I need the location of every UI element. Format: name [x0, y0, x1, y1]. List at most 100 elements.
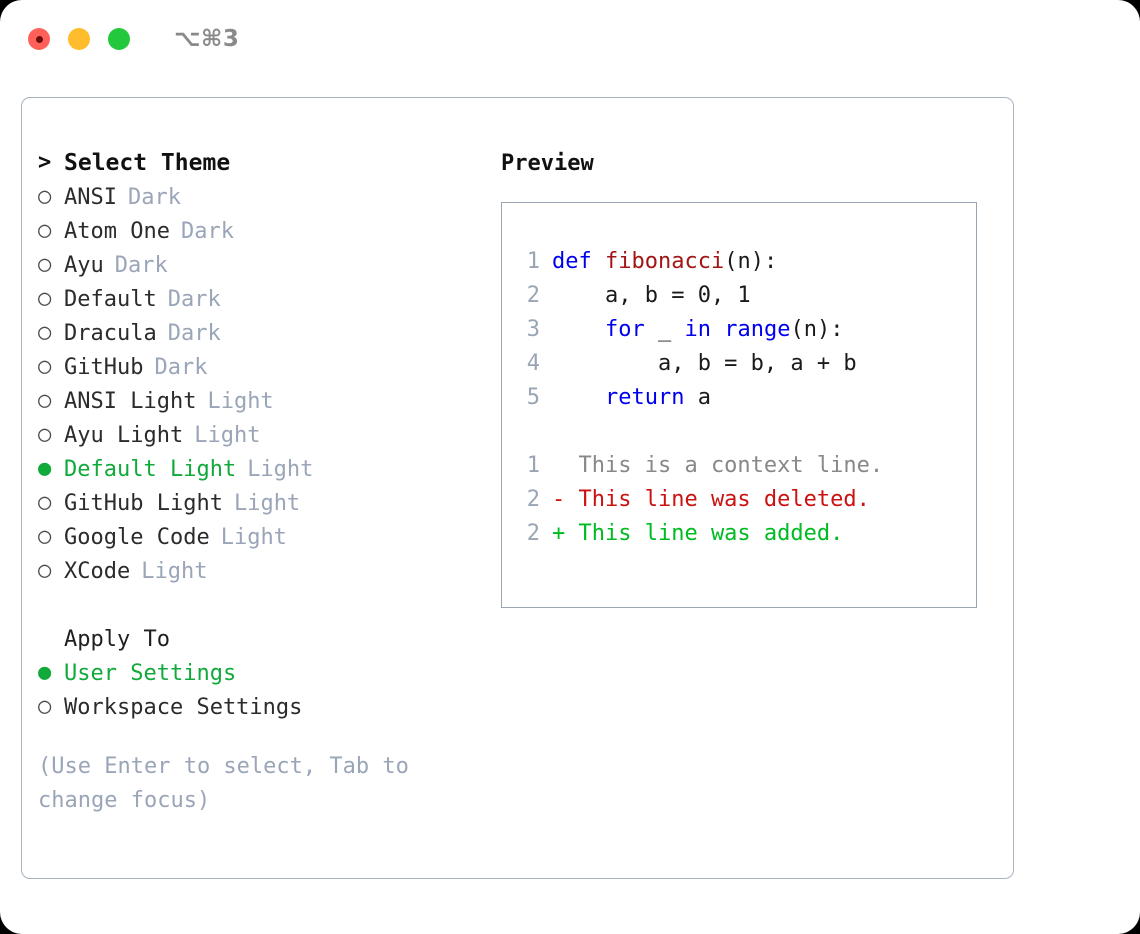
theme-item[interactable]: ○ ANSI Light Light [38, 384, 498, 418]
window-controls [28, 28, 130, 50]
code-line-number: 5 [526, 385, 540, 410]
diff-line: 2 - This line was deleted. [514, 487, 976, 521]
radio-unselected-icon: ○ [38, 286, 52, 311]
code-token: (n): [790, 317, 844, 342]
radio-unselected-icon: ○ [38, 558, 52, 583]
code-line: 3 for _ in range(n): [514, 317, 976, 351]
theme-item[interactable]: ○ Google Code Light [38, 520, 498, 554]
minimize-window-icon[interactable] [68, 28, 90, 50]
theme-item-label: Default [64, 286, 157, 312]
diff-line: 2 + This line was added. [514, 521, 976, 555]
theme-item[interactable]: ○ ANSI Dark [38, 180, 498, 214]
theme-item-label: GitHub [64, 354, 144, 380]
code-token [552, 385, 605, 410]
keyboard-shortcut-label: ⌥⌘3 [174, 26, 240, 52]
radio-selected-icon: ● [38, 660, 52, 685]
theme-item-variant-tag: Dark [180, 218, 234, 244]
code-line-number: 1 [526, 249, 540, 274]
code-diff-separator [514, 419, 976, 453]
code-token: a [684, 385, 711, 410]
theme-picker-header: > Select Theme [38, 146, 498, 180]
theme-item[interactable]: ○ Ayu Dark [38, 248, 498, 282]
code-token [552, 317, 605, 342]
close-window-inner-dot [35, 35, 43, 43]
theme-item-variant-tag: Light [233, 490, 301, 516]
diff-line-text: This is a context line. [552, 453, 884, 478]
apply-to-list: ●User Settings○Workspace Settings [38, 656, 498, 724]
diff-line-number: 1 [526, 453, 540, 478]
code-token: return [604, 385, 685, 410]
theme-item-variant-tag: Dark [167, 286, 221, 312]
diff-line-text: + This line was added. [552, 521, 844, 546]
radio-unselected-icon: ○ [38, 252, 52, 277]
code-line-number: 3 [526, 317, 540, 342]
code-token: def [552, 249, 605, 274]
radio-unselected-icon: ○ [38, 184, 52, 209]
radio-unselected-icon: ○ [38, 524, 52, 549]
theme-item-label: Atom One [64, 218, 170, 244]
theme-item-label: Ayu [64, 252, 104, 278]
diff-line-text: - This line was deleted. [552, 487, 870, 512]
code-line-number: 2 [526, 283, 540, 308]
code-token: (n): [724, 249, 778, 274]
theme-item-variant-tag: Dark [154, 354, 208, 380]
theme-item-variant-tag: Light [141, 558, 208, 584]
diff-line-number: 2 [526, 521, 540, 546]
diff-line: 1 This is a context line. [514, 453, 976, 487]
maximize-window-icon[interactable] [108, 28, 130, 50]
list-spacer [38, 588, 498, 622]
code-line-content: def fibonacci(n): [552, 249, 777, 274]
apply-to-option[interactable]: ●User Settings [38, 656, 498, 690]
theme-item-label: Ayu Light [64, 422, 184, 448]
theme-item-label: ANSI [64, 184, 117, 210]
theme-item[interactable]: ○ Atom One Dark [38, 214, 498, 248]
theme-item-variant-tag: Light [247, 456, 314, 482]
apply-to-option[interactable]: ○Workspace Settings [38, 690, 498, 724]
code-line: 5 return a [514, 385, 976, 419]
apply-to-title: Apply To [64, 626, 170, 652]
radio-unselected-icon: ○ [38, 490, 52, 515]
theme-item-variant-tag: Dark [127, 184, 181, 210]
radio-unselected-icon: ○ [38, 218, 52, 243]
theme-item[interactable]: ○ GitHub Dark [38, 350, 498, 384]
code-token: range [724, 317, 791, 342]
diff-sample: 1 This is a context line.2- This line wa… [514, 453, 976, 555]
close-window-icon[interactable] [28, 28, 50, 50]
theme-picker-title: Select Theme [64, 150, 231, 176]
theme-item-variant-tag: Light [207, 388, 274, 414]
radio-unselected-icon: ○ [38, 422, 52, 447]
theme-item[interactable]: ● Default Light Light [38, 452, 498, 486]
code-token: a, b = b, a + b [552, 351, 857, 376]
code-token: a, b = 0, 1 [552, 283, 751, 308]
theme-item-variant-tag: Light [220, 524, 287, 550]
theme-item[interactable]: ○ Default Dark [38, 282, 498, 316]
radio-unselected-icon: ○ [38, 694, 52, 719]
code-token: fibonacci [604, 249, 725, 274]
theme-item-label: Google Code [64, 524, 210, 550]
code-line-content: a, b = b, a + b [552, 351, 857, 376]
theme-item-variant-tag: Dark [167, 320, 221, 346]
diff-line-number: 2 [526, 487, 540, 512]
radio-unselected-icon: ○ [38, 388, 52, 413]
title-bar: ⌥⌘3 [0, 0, 1140, 78]
theme-item-label: Default Light [64, 456, 237, 482]
code-line: 1 def fibonacci(n): [514, 249, 976, 283]
prompt-caret-icon: > [38, 150, 52, 175]
theme-item-label: ANSI Light [64, 388, 197, 414]
code-line-number: 4 [526, 351, 540, 376]
radio-selected-icon: ● [38, 456, 52, 481]
theme-item-variant-tag: Dark [114, 252, 168, 278]
theme-item-label: Dracula [64, 320, 157, 346]
code-token: for [604, 317, 645, 342]
radio-unselected-icon: ○ [38, 354, 52, 379]
